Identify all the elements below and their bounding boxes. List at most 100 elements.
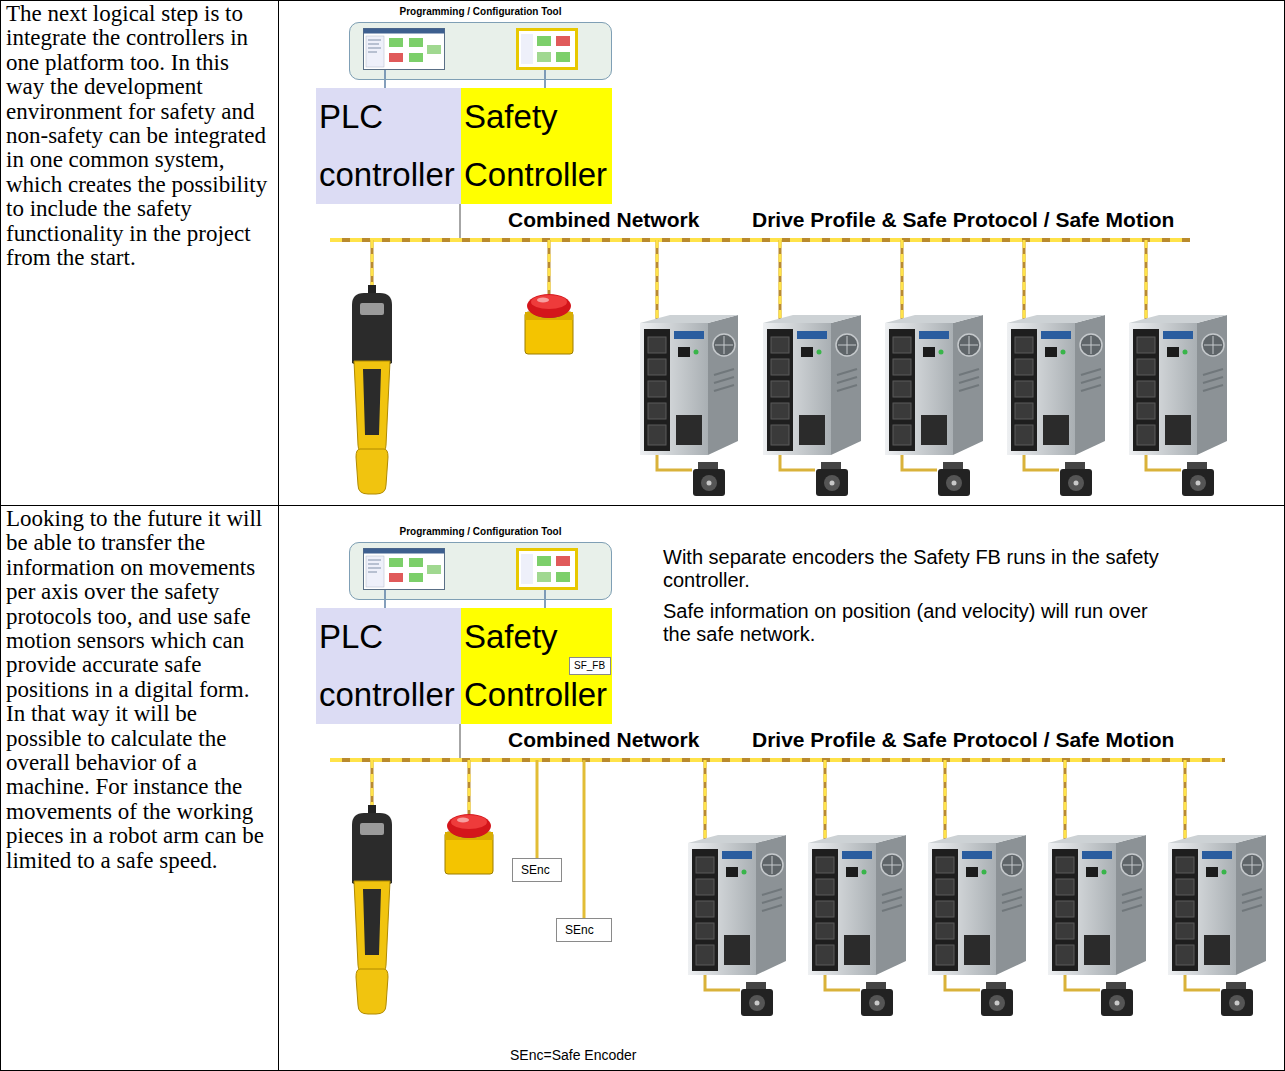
- art-part: [330, 238, 1190, 242]
- drive-picture: [688, 835, 786, 975]
- art-part: [704, 760, 707, 843]
- estop-picture: [525, 294, 573, 354]
- screen-picture: [364, 29, 445, 70]
- art-part: [330, 758, 1225, 762]
- label-holder: Combined Network: [508, 208, 699, 232]
- art-part: [330, 758, 1225, 762]
- box-text: The next logical step is to integrate th…: [0, 0, 278, 270]
- art-part: [1024, 455, 1059, 470]
- box-text: SEnc: [557, 919, 611, 941]
- art-part: [1184, 760, 1187, 843]
- art-part: [371, 760, 374, 805]
- ctl-box: PLC controller: [316, 608, 461, 724]
- drive-picture: [885, 315, 983, 455]
- art-part: [548, 240, 551, 294]
- link-wire: [384, 70, 386, 88]
- art-part: [1023, 240, 1026, 323]
- motor-picture: [861, 982, 893, 1016]
- label-holder: Safe information on position (and veloci…: [663, 600, 1168, 646]
- box-text: Programming / Configuration Tool: [350, 525, 611, 539]
- box-text: Safety Controller: [461, 88, 612, 204]
- art-part: [945, 975, 980, 990]
- table-rule: [0, 505, 1285, 506]
- art-part: [1023, 240, 1026, 323]
- art-part: [901, 240, 904, 323]
- art-part: [902, 455, 937, 470]
- motor-picture: [981, 982, 1013, 1016]
- label-holder: Combined Network: [508, 728, 699, 752]
- box-text: Looking to the future it will be able to…: [0, 505, 278, 873]
- enc-box: SEnc: [512, 858, 562, 882]
- art-part: [371, 240, 374, 285]
- art-part: [944, 760, 947, 843]
- link-wire: [459, 204, 461, 240]
- art-part: [1145, 240, 1148, 323]
- art-part: [824, 760, 827, 843]
- drive-picture: [1007, 315, 1105, 455]
- box-text: SF_FB: [570, 658, 610, 674]
- art-part: [468, 760, 471, 814]
- link-wire: [384, 590, 386, 608]
- art-part: [1185, 975, 1220, 990]
- art-part: [468, 760, 471, 814]
- art-part: [371, 760, 374, 805]
- estop-picture: [445, 814, 493, 874]
- art-part: [825, 975, 860, 990]
- bus-label: Drive Profile & Safe Protocol / Safe Mot…: [752, 728, 1174, 752]
- bus-drop: [372, 240, 1146, 323]
- screen-picture: [518, 550, 577, 589]
- art-part: [704, 760, 707, 843]
- paragraph-cell: The next logical step is to integrate th…: [0, 0, 278, 505]
- art-part: [656, 240, 659, 323]
- config-frame: Programming / Configuration Tool: [349, 542, 612, 600]
- box-text: SEnc: [513, 859, 561, 881]
- art-part: [1184, 760, 1187, 843]
- screen-picture: [364, 549, 445, 590]
- art-part: [1146, 455, 1181, 470]
- config-frame-fill: [349, 542, 612, 600]
- note-text: Safe information on position (and veloci…: [663, 600, 1168, 646]
- drive-picture: [1048, 835, 1146, 975]
- art-part: [1145, 240, 1148, 323]
- ctl-box: Safety ControllerSF_FB: [461, 608, 612, 724]
- drive-picture: [808, 835, 906, 975]
- label-holder: Drive Profile & Safe Protocol / Safe Mot…: [752, 728, 1174, 752]
- motor-picture: [1182, 462, 1214, 496]
- screen-picture: [518, 30, 577, 69]
- label-holder: Drive Profile & Safe Protocol / Safe Mot…: [752, 208, 1174, 232]
- pendant-picture: [352, 285, 392, 494]
- motor-cable: [657, 455, 1181, 470]
- box-text: PLC controller: [316, 88, 461, 204]
- motor-picture: [1221, 982, 1253, 1016]
- art-part: [824, 760, 827, 843]
- network-bus: [330, 760, 1225, 761]
- motor-picture: [1060, 462, 1092, 496]
- art-part: [536, 760, 539, 858]
- art-part: [583, 760, 586, 918]
- pendant-picture: [352, 805, 392, 1014]
- motor-picture: [816, 462, 848, 496]
- table-rule: [278, 0, 279, 1071]
- config-frame: Programming / Configuration Tool: [349, 22, 612, 80]
- box-text: Programming / Configuration Tool: [350, 5, 611, 19]
- art-part: [780, 455, 815, 470]
- label-holder: With separate encoders the Safety FB run…: [663, 546, 1168, 592]
- drive-picture: [1129, 315, 1227, 455]
- art-part: [1064, 760, 1067, 843]
- box-text: PLC controller: [316, 608, 461, 724]
- link-wire: [544, 70, 546, 88]
- art-part: [705, 975, 740, 990]
- art-part: [901, 240, 904, 323]
- art-part: [944, 760, 947, 843]
- art-part: [1065, 975, 1100, 990]
- art-part: [656, 240, 659, 323]
- bus-label: Combined Network: [508, 728, 699, 752]
- link-wire: [459, 724, 461, 760]
- paragraph-cell: Looking to the future it will be able to…: [0, 505, 278, 1071]
- art-part: [657, 455, 692, 470]
- art-part: [1064, 760, 1067, 843]
